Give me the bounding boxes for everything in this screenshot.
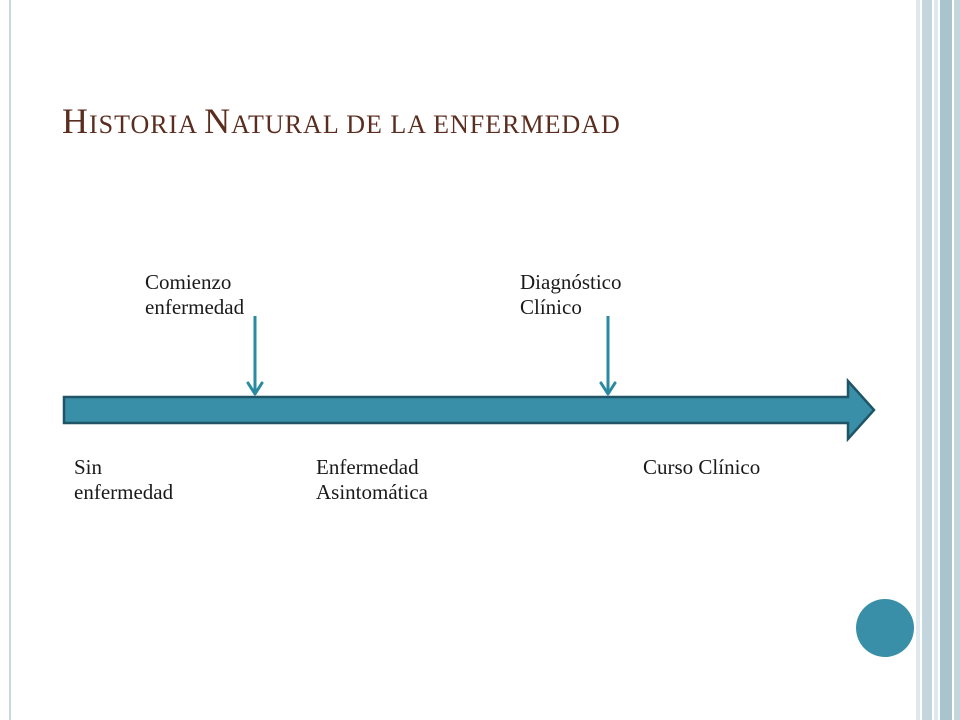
diagnosis-label-line2: Clínico [520, 295, 582, 319]
title-part: N [204, 101, 232, 141]
clinical-stage-line1: Curso Clínico [643, 455, 761, 479]
title-part: H [62, 101, 89, 141]
onset-label: Comienzo enfermedad [145, 270, 244, 320]
healthy-stage-label: Sin enfermedad [74, 455, 173, 505]
asymptomatic-stage-line2: Asintomática [316, 480, 428, 504]
title-part: atural de la enfermedad [231, 110, 621, 139]
right-decorative-bands [916, 0, 960, 720]
accent-circle [856, 599, 914, 657]
clinical-stage-label: Curso Clínico [643, 455, 760, 480]
diagnosis-marker-arrow [599, 316, 617, 396]
diagnosis-label-line1: Diagnóstico [520, 270, 622, 294]
diagnosis-label: Diagnóstico Clínico [520, 270, 621, 320]
onset-label-line1: Comienzo [145, 270, 232, 294]
left-border-rule [9, 0, 11, 720]
healthy-stage-line1: Sin [74, 455, 103, 479]
asymptomatic-stage-line1: Enfermedad [316, 455, 419, 479]
onset-label-line2: enfermedad [145, 295, 245, 319]
title-part: istoria [89, 110, 205, 139]
healthy-stage-line2: enfermedad [74, 480, 174, 504]
onset-marker-arrow [246, 316, 264, 396]
slide-title: Historia Natural de la enfermedad [62, 100, 621, 142]
timeline-arrow [62, 377, 876, 443]
asymptomatic-stage-label: Enfermedad Asintomática [316, 455, 428, 505]
